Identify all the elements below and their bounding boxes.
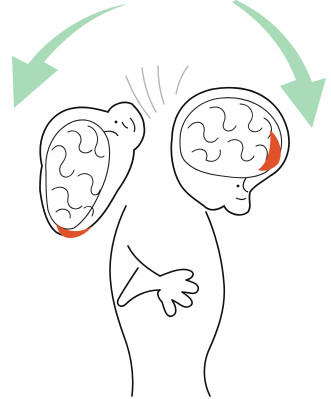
child-body <box>110 206 224 396</box>
right-head <box>171 88 289 215</box>
left-head <box>40 102 144 238</box>
left-rotation-arrow-icon <box>12 4 126 108</box>
